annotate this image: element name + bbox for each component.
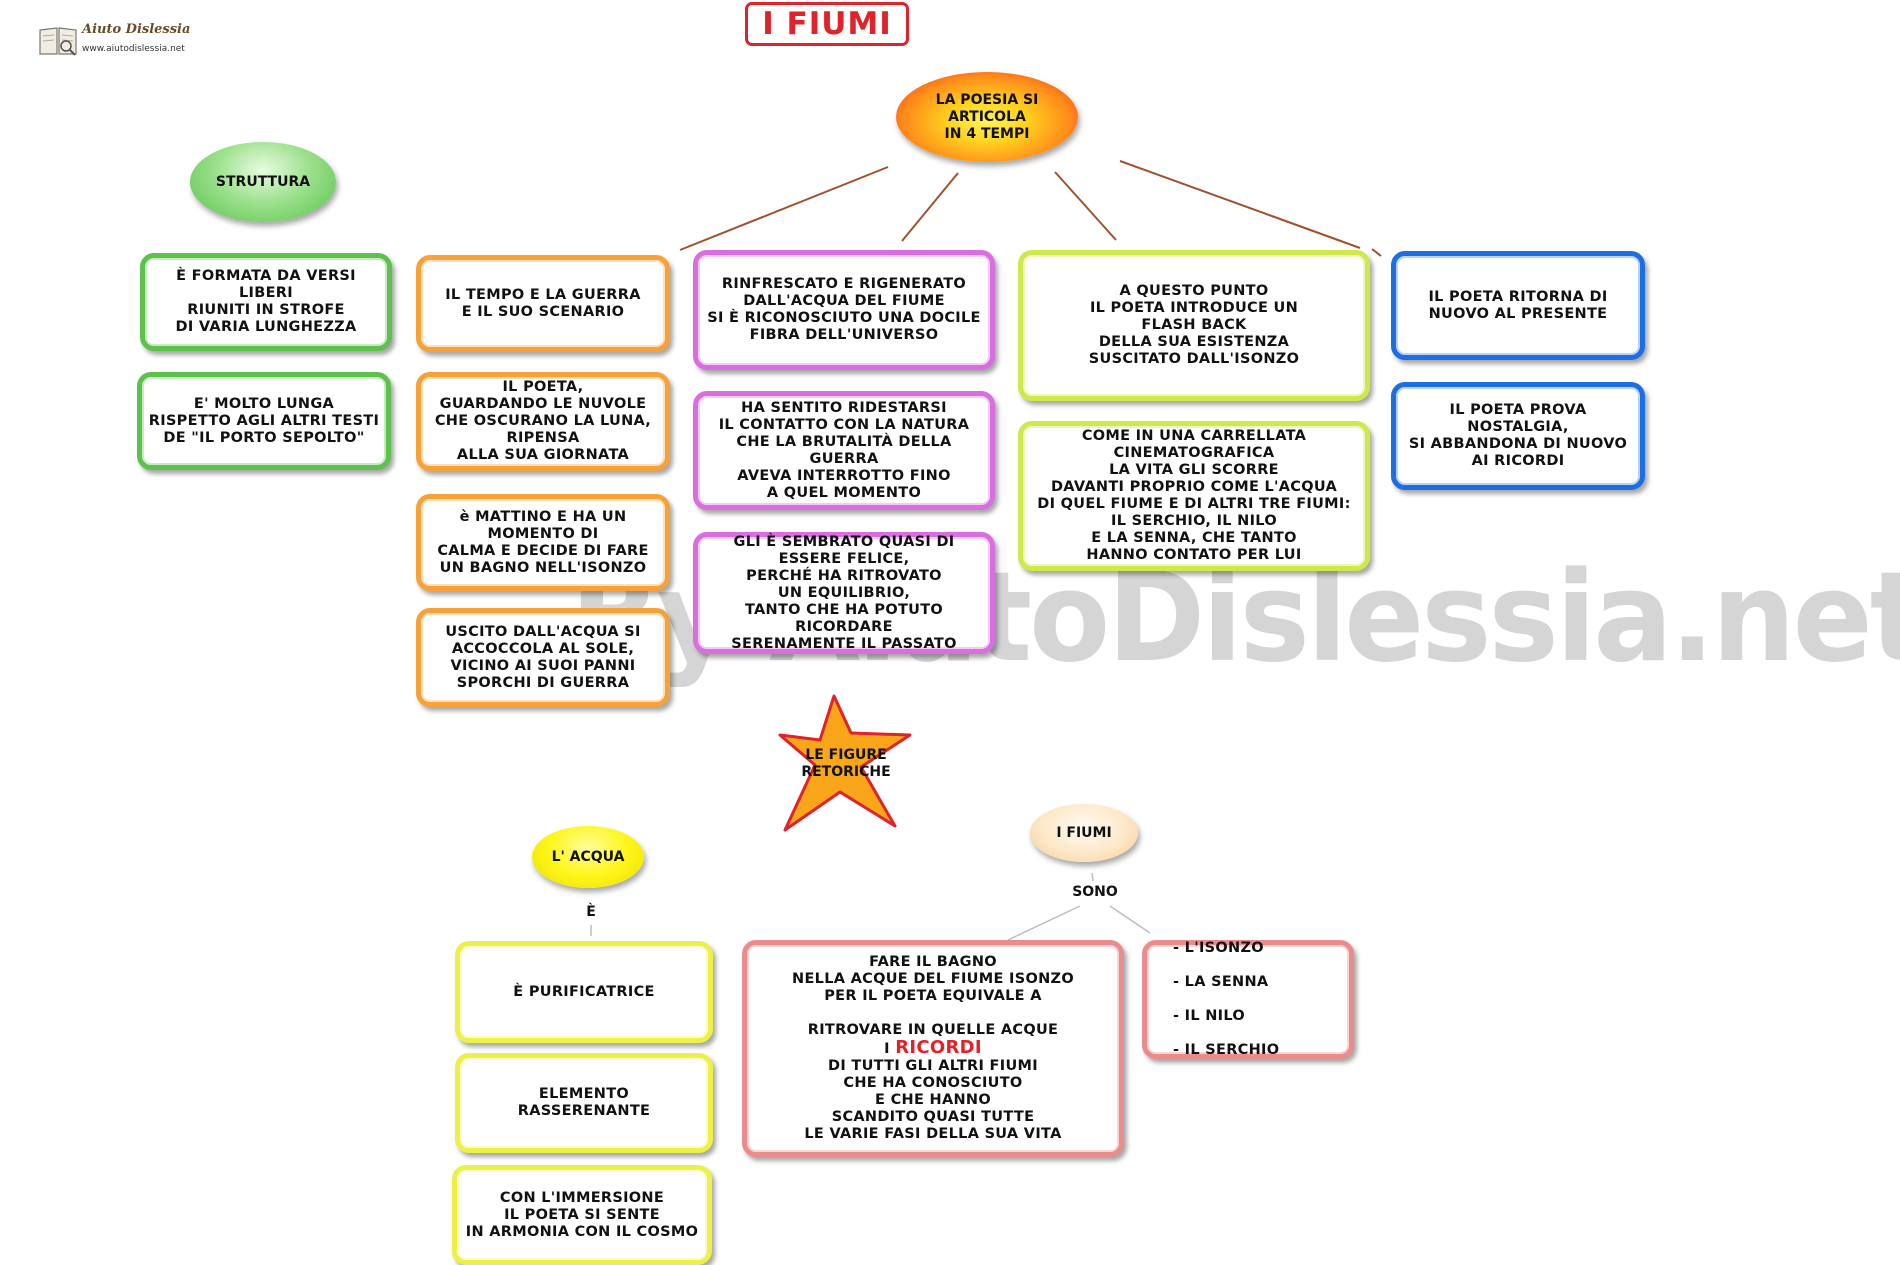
fiumi-node: I FIUMI — [1030, 804, 1138, 862]
figure-retoriche-label: LE FIGURE RETORICHE — [801, 747, 891, 780]
star-shape — [778, 694, 912, 832]
tempo-1-item-1: IL TEMPO E LA GUERRA E IL SUO SCENARIO — [416, 255, 670, 352]
struttura-item-2: E' MOLTO LUNGA RISPETTO AGLI ALTRI TESTI… — [137, 372, 391, 470]
acqua-item-2: ELEMENTO RASSERENANTE — [455, 1053, 713, 1153]
list-item: - L'ISONZO — [1173, 940, 1264, 956]
connector-line-tempo-4b — [1371, 248, 1382, 257]
logo-url: www.aiutodislessia.net — [82, 44, 185, 54]
ricordi-highlight: RICORDI — [895, 1037, 982, 1058]
acqua-node: L' ACQUA — [532, 826, 644, 888]
tempo-4-item-1: IL POETA RITORNA DI NUOVO AL PRESENTE — [1391, 251, 1645, 360]
acqua-item-3: CON L'IMMERSIONE IL POETA SI SENTE IN AR… — [452, 1165, 712, 1265]
fiumi-bagno-post: DI TUTTI GLI ALTRI FIUMI CHE HA CONOSCIU… — [804, 1058, 1062, 1142]
connector-line-fiumi-top — [1091, 872, 1094, 882]
struttura-node: STRUTTURA — [190, 142, 336, 222]
connector-line-fiumi-right — [1109, 905, 1151, 934]
connector-line-fiumi-left — [1007, 905, 1081, 941]
connector-line-tempo-4 — [1119, 160, 1361, 249]
connector-line-tempo-1 — [679, 166, 889, 251]
list-item: - IL NILO — [1173, 1008, 1246, 1024]
tempo-3-item-2: COME IN UNA CARRELLATA CINEMATOGRAFICA L… — [1018, 421, 1370, 571]
fiumi-bagno-pre: FARE IL BAGNO NELLA ACQUE DEL FIUME ISON… — [792, 954, 1074, 1057]
fiumi-list: - L'ISONZO - LA SENNA - IL NILO - IL SER… — [1173, 923, 1279, 1076]
tempo-1-item-3: è MATTINO E HA UN MOMENTO DI CALMA E DEC… — [416, 494, 670, 591]
page-title: I FIUMI — [745, 2, 909, 46]
tempo-4-item-2: IL POETA PROVA NOSTALGIA, SI ABBANDONA D… — [1391, 382, 1645, 490]
connector-line-tempo-2 — [901, 172, 959, 242]
tempo-1-item-2: IL POETA, GUARDANDO LE NUVOLE CHE OSCURA… — [416, 372, 670, 471]
fiumi-bagno-text: FARE IL BAGNO NELLA ACQUE DEL FIUME ISON… — [792, 954, 1074, 1143]
logo: Aiuto Dislessia www.aiutodislessia.net — [38, 22, 198, 62]
struttura-item-1: È FORMATA DA VERSI LIBERI RIUNITI IN STR… — [140, 253, 392, 351]
fiumi-bagno-box: FARE IL BAGNO NELLA ACQUE DEL FIUME ISON… — [742, 940, 1124, 1157]
acqua-connector: È — [586, 904, 596, 920]
list-item: - IL SERCHIO — [1173, 1042, 1280, 1058]
fiumi-list-box: - L'ISONZO - LA SENNA - IL NILO - IL SER… — [1142, 940, 1354, 1059]
tempo-2-item-3: GLI È SEMBRATO QUASI DI ESSERE FELICE, P… — [693, 532, 995, 654]
connector-line-tempo-3 — [1054, 171, 1117, 241]
central-node: LA POESIA SI ARTICOLA IN 4 TEMPI — [896, 72, 1078, 162]
list-item: - LA SENNA — [1173, 974, 1269, 990]
tempo-2-item-1: RINFRESCATO E RIGENERATO DALL'ACQUA DEL … — [693, 250, 995, 370]
book-icon — [39, 27, 77, 56]
logo-brand: Aiuto Dislessia — [82, 22, 191, 37]
fiumi-connector: SONO — [1072, 884, 1118, 900]
acqua-item-1: È PURIFICATRICE — [455, 941, 713, 1043]
tempo-3-item-1: A QUESTO PUNTO IL POETA INTRODUCE UN FLA… — [1018, 250, 1370, 401]
tempo-1-item-4: USCITO DALL'ACQUA SI ACCOCCOLA AL SOLE, … — [416, 608, 670, 707]
tempo-2-item-2: HA SENTITO RIDESTARSI IL CONTATTO CON LA… — [693, 391, 995, 510]
